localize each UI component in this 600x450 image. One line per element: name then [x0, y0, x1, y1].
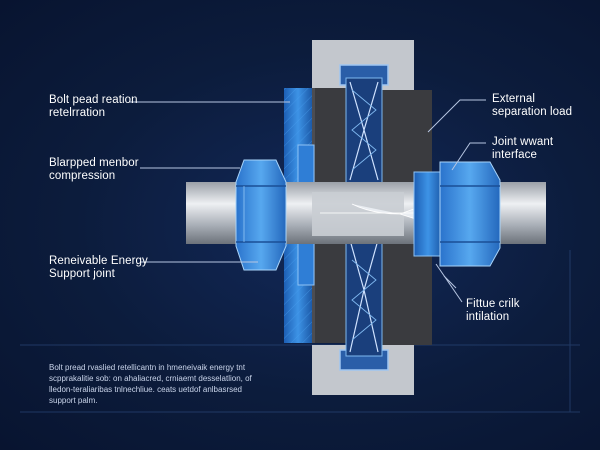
caption-line-3: lledon-teraliaribas tnlnechliue. ceats u… [49, 385, 243, 394]
label-joint-interface: Joint wwant interface [492, 136, 553, 162]
right-nut [413, 161, 501, 267]
label-fatigue-crack: Fittue crilk intilation [466, 298, 520, 324]
caption-line-4: support palm. [49, 396, 98, 405]
caption-note: Bolt pread rvaslied retellicantn in hmen… [49, 362, 289, 406]
label-fatigue-crack-line1: Fittue crilk [466, 298, 520, 310]
label-bolt-preload: Bolt pead reation retelrration [49, 94, 138, 120]
caption-line-2: scpprakalitie sob: on ahaliacred, crniae… [49, 374, 252, 383]
label-renewable-energy-line1: Reneivable Energy [49, 255, 148, 267]
background-frame [20, 250, 580, 413]
label-fatigue-crack-line2: intilation [466, 311, 510, 323]
caption-line-1: Bolt pread rvaslied retellicantn in hmen… [49, 363, 246, 372]
label-joint-interface-line1: Joint wwant [492, 136, 554, 148]
label-bolt-preload-line2: retelrration [49, 107, 106, 119]
label-renewable-energy-line2: Support joint [49, 268, 115, 280]
label-clamped-member: Blarpped menbor compression [49, 157, 139, 183]
label-external-load-line2: separation load [492, 106, 573, 118]
leader-lines [130, 99, 486, 303]
label-bolt-preload-line1: Bolt pead reation [49, 94, 138, 106]
label-renewable-energy: Reneivable Energy Support joint [49, 255, 148, 281]
label-clamped-member-line2: compression [49, 170, 116, 182]
left-nut [235, 159, 287, 271]
label-external-load: External separation load [492, 93, 572, 119]
label-joint-interface-line2: interface [492, 149, 538, 161]
label-external-load-line1: External [492, 93, 535, 105]
label-clamped-member-line1: Blarpped menbor [49, 157, 139, 169]
